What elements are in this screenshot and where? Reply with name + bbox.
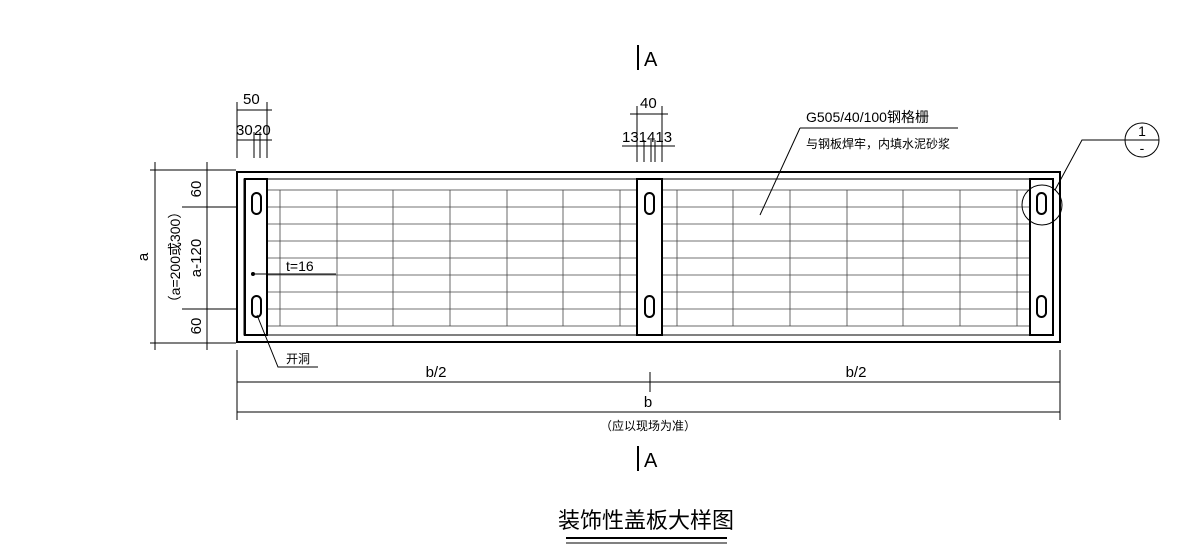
grating-callout-line1: G505/40/100钢格栅 [806, 109, 929, 125]
detail-leader [1054, 139, 1125, 191]
dim-top-mid-parts: 131413 [622, 129, 672, 146]
grating-callout-line2: 与钢板焊牢，内填水泥砂浆 [806, 136, 950, 151]
dim-bottom-overall: b [644, 394, 652, 411]
dim-left-middle: a-120 [188, 239, 205, 277]
thickness-label: t=16 [286, 258, 314, 274]
dims-top-left [236, 102, 272, 158]
detail-circle [1021, 184, 1063, 226]
grating-leader [759, 127, 801, 216]
detail-ref-sheet: - [1140, 140, 1145, 156]
drawing-title: 装饰性盖板大样图 [558, 508, 734, 533]
section-mark-bottom-label: A [644, 450, 658, 472]
section-mark-top-label: A [644, 49, 658, 71]
slotted-holes [251, 192, 1047, 318]
dim-left-overall: a [135, 252, 152, 261]
detail-ref-number: 1 [1138, 123, 1146, 139]
grating-grid [266, 189, 1031, 327]
dim-left-bottom: 60 [188, 318, 205, 335]
dim-top-mid-total: 40 [640, 95, 657, 112]
dims-top-mid [622, 106, 675, 162]
dim-left-top: 60 [188, 181, 205, 198]
dim-top-left-total: 50 [243, 91, 260, 108]
left-end-plate [244, 178, 268, 336]
dims-bottom [236, 350, 1061, 420]
dim-left-overall-note: （a=200或300） [167, 205, 183, 310]
dim-bottom-half-right: b/2 [846, 364, 867, 381]
hole-leader [256, 314, 318, 368]
dim-bottom-overall-note: （应以现场为准） [600, 418, 696, 433]
plate-outline [236, 171, 1061, 343]
dim-top-left-part1: 30 [236, 122, 253, 139]
right-end-plate [1029, 178, 1054, 336]
plate-inner-outline [243, 178, 1054, 336]
dims-left [150, 162, 236, 350]
dim-bottom-half-left: b/2 [426, 364, 447, 381]
dim-top-left-part2: 20 [254, 122, 271, 139]
hole-label: 开洞 [286, 352, 310, 366]
middle-plate [636, 178, 663, 336]
